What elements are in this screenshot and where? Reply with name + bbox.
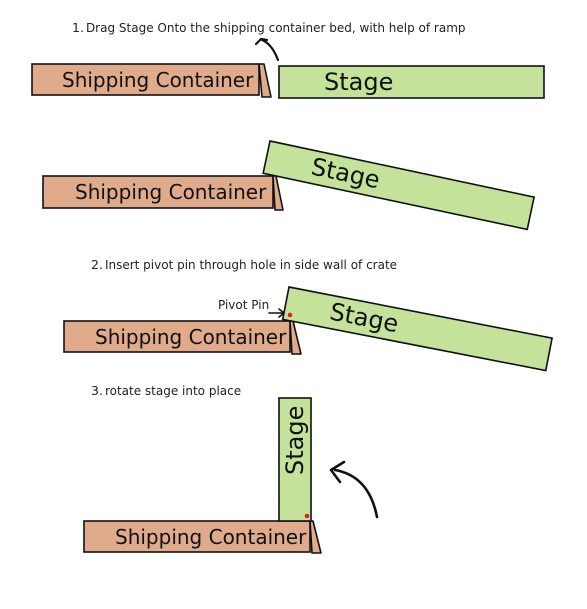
shipping-container-label-4: Shipping Container (115, 525, 307, 549)
drag-arrow-1-head (254, 37, 269, 46)
stage-2-group: Stage (262, 140, 536, 231)
stage-label-4: Stage (281, 406, 309, 475)
shipping-container-1 (31, 63, 260, 96)
ramp-3 (289, 320, 302, 355)
stage-4 (278, 397, 312, 522)
shipping-container-2 (42, 175, 274, 209)
stage-1 (278, 65, 545, 99)
step-3-text: rotate stage into place (105, 384, 241, 398)
pivot-pin-dot-2 (304, 513, 310, 519)
pivot-pin-dot-1 (287, 312, 293, 318)
step-2-caption: 2.Insert pivot pin through hole in side … (91, 257, 397, 272)
pivot-pin-arrow-head (278, 308, 285, 318)
pivot-pin-label: Pivot Pin (218, 298, 269, 312)
shipping-container-3 (63, 320, 291, 353)
scene-1b-stage-on-ramp: Shipping Container Stage (42, 140, 536, 231)
rotate-arrow-head (329, 460, 346, 484)
stage-3-group: Stage (281, 286, 554, 372)
stage-label-3: Stage (327, 298, 400, 339)
stage-2 (262, 140, 536, 231)
stage-label-1: Stage (324, 68, 393, 96)
scene-1-drag-stage: Shipping Container Stage (31, 37, 545, 99)
step-1-caption: 1.Drag Stage Onto the shipping container… (72, 20, 466, 35)
rotate-arrow (333, 468, 379, 519)
scene-3-rotate-stage: Shipping Container Stage (83, 397, 379, 554)
drag-arrow-1 (260, 38, 280, 62)
step-3-number: 3. (91, 383, 103, 398)
step-1-number: 1. (72, 20, 84, 35)
shipping-container-label-2: Shipping Container (75, 180, 267, 204)
shipping-container-4 (83, 520, 311, 553)
step-2-number: 2. (91, 257, 103, 272)
step-1-text: Drag Stage Onto the shipping container b… (86, 21, 466, 35)
step-2-text: Insert pivot pin through hole in side wa… (105, 258, 397, 272)
scene-2-pivot-pin: Shipping Container Stage Pivot Pin (63, 286, 554, 372)
step-3-caption: 3.rotate stage into place (91, 383, 241, 398)
shipping-container-label-3: Shipping Container (95, 325, 287, 349)
ramp-2 (272, 175, 284, 211)
stage-3 (281, 286, 554, 372)
ramp-1 (258, 63, 272, 98)
shipping-container-label-1: Shipping Container (62, 68, 254, 92)
ramp-4 (309, 520, 322, 554)
